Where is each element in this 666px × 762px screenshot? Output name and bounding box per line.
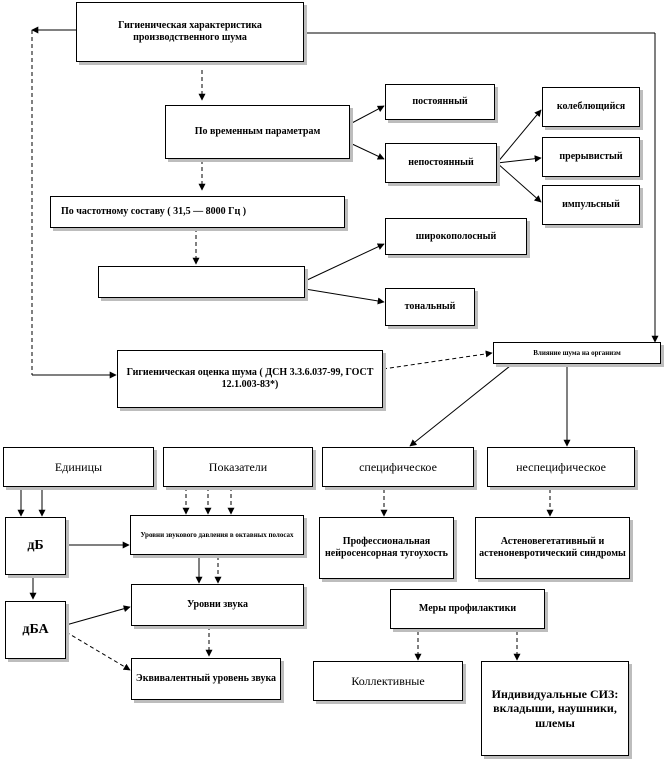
- impulse-text: импульсный: [562, 199, 620, 210]
- hearing-loss-text: Профессиональная нейросенсорная тугоухос…: [325, 536, 448, 559]
- equivalent-level-text: Эквивалентный уровень звука: [135, 673, 277, 684]
- units-box: Единицы: [3, 447, 154, 487]
- collective-box: Коллективные: [313, 661, 463, 701]
- hygienic-characteristic-text: Гигиеническая характеристика производств…: [118, 20, 262, 43]
- dba-text: дБА: [22, 621, 49, 637]
- nonconstant-box: непостоянный: [385, 143, 497, 183]
- collective-text: Коллективные: [351, 673, 425, 688]
- intermittent-box: прерывистый: [542, 137, 640, 177]
- broadband-text: широкополосный: [415, 230, 497, 242]
- constant-box: постоянный: [385, 84, 495, 120]
- frequency-box: По частотному составу ( 31,5 — 8000 Гц ): [50, 196, 345, 228]
- specific-text: специфическое: [359, 459, 437, 474]
- time-params-box: По временным параметрам: [165, 105, 350, 159]
- specific-box: специфическое: [322, 447, 474, 487]
- fluctuating-text: колеблющийся: [556, 101, 626, 112]
- individual-box: Индивидуальные СИЗ: вкладыши, наушники, …: [481, 661, 629, 756]
- tonal-box: тональный: [385, 288, 475, 326]
- intermittent-text: прерывистый: [559, 151, 623, 162]
- tonal-text: тональный: [404, 301, 456, 312]
- dba-box: дБА: [5, 601, 66, 659]
- noise-effect-text: Влияние шума на организм: [533, 348, 621, 357]
- hearing-loss-box: Профессиональная нейросенсорная тугоухос…: [319, 517, 454, 579]
- impulse-box: импульсный: [542, 185, 640, 225]
- sound-level-text: Уровни звука: [187, 599, 248, 610]
- syndromes-text: Астеновегетативный и астеноневротический…: [479, 536, 626, 559]
- noise-effect-box: Влияние шума на организм: [493, 342, 661, 364]
- units-text: Единицы: [54, 459, 103, 474]
- octave-levels-box: Уровни звукового давления в октавных пол…: [130, 515, 304, 555]
- broadband-box: широкополосный: [385, 218, 527, 255]
- prevention-text: Меры профилактики: [418, 603, 517, 614]
- nonconstant-text: непостоянный: [408, 157, 474, 168]
- constant-text: постоянный: [412, 96, 468, 107]
- sound-level-box: Уровни звука: [131, 584, 304, 626]
- indicators-box: Показатели: [163, 447, 313, 487]
- frequency-text: По частотному составу ( 31,5 — 8000 Гц ): [61, 206, 247, 217]
- indicators-text: Показатели: [208, 459, 268, 474]
- prevention-box: Меры профилактики: [390, 589, 545, 629]
- frequency-blank-box: [98, 266, 305, 298]
- syndromes-box: Астеновегетативный и астеноневротический…: [475, 517, 630, 579]
- individual-text: Индивидуальные СИЗ: вкладыши, наушники, …: [491, 686, 619, 730]
- assessment-text: Гигиеническая оценка шума ( ДСН 3.3.6.03…: [126, 367, 374, 390]
- nonspecific-text: неспецифическое: [516, 459, 606, 474]
- time-params-text: По временным параметрам: [194, 126, 321, 137]
- nonspecific-box: неспецифическое: [487, 447, 635, 487]
- assessment-box: Гигиеническая оценка шума ( ДСН 3.3.6.03…: [117, 350, 383, 408]
- octave-levels-text: Уровни звукового давления в октавных пол…: [140, 530, 294, 539]
- equivalent-level-box: Эквивалентный уровень звука: [131, 658, 281, 700]
- db-box: дБ: [5, 517, 66, 575]
- hygienic-characteristic-box: Гигиеническая характеристика производств…: [76, 2, 304, 62]
- db-text: дБ: [27, 537, 44, 553]
- fluctuating-box: колеблющийся: [542, 87, 640, 127]
